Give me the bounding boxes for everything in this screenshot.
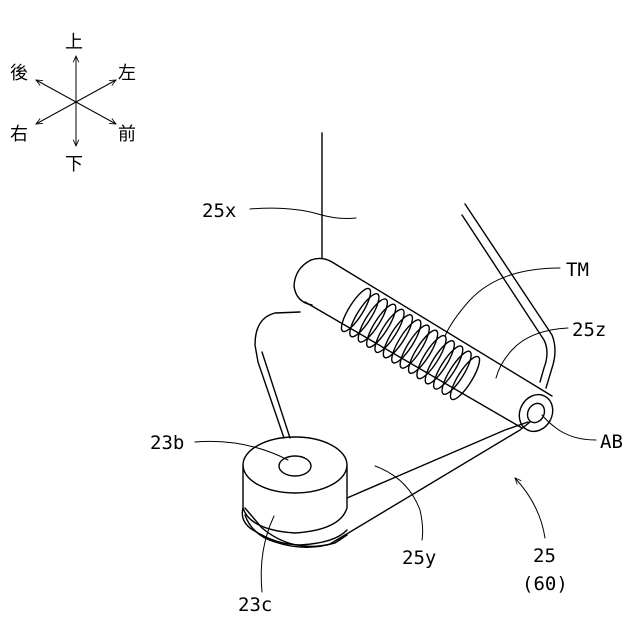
coil-turn (337, 285, 375, 335)
compass-front-label: 前 (118, 124, 136, 145)
coil-turn (412, 332, 450, 382)
compass-up-label: 上 (65, 32, 83, 53)
coil-turn (387, 316, 425, 366)
boss-hole (279, 456, 311, 476)
leader-25x (250, 208, 356, 218)
label-ab: AB (600, 431, 623, 453)
coil-turn (396, 322, 434, 372)
coil-turn (404, 327, 442, 377)
boss-cylinder (242, 437, 347, 545)
coil-turn (370, 306, 408, 356)
leader-25z (496, 328, 568, 378)
label-tm: TM (566, 259, 589, 281)
bottom-plate (245, 312, 530, 547)
leader-lines (195, 208, 596, 592)
arrow-right (36, 102, 76, 124)
compass-down-label: 下 (65, 154, 83, 175)
label-60: (60) (522, 573, 568, 595)
leader-25 (515, 478, 545, 538)
label-23c: 23c (238, 594, 272, 616)
label-25x: 25x (202, 200, 236, 222)
label-25y: 25y (402, 547, 436, 569)
spring-arm (462, 204, 555, 388)
direction-compass: 上 下 左 右 前 後 (10, 32, 136, 175)
compass-right-label: 右 (10, 124, 28, 145)
label-25: 25 (533, 545, 556, 567)
compass-rear-label: 後 (10, 63, 28, 84)
label-23b: 23b (150, 432, 184, 454)
leader-ab (542, 415, 596, 440)
boss-top (243, 437, 347, 493)
leader-tm (445, 268, 560, 336)
torsion-coil (337, 285, 484, 403)
leader-23b (195, 441, 288, 460)
label-25z: 25z (572, 319, 606, 341)
coil-turn (345, 290, 383, 340)
arrow-rear (36, 80, 76, 102)
coil-turn (379, 311, 417, 361)
arrow-left (76, 80, 116, 102)
coil-turn (362, 301, 400, 351)
coil-turn (354, 296, 392, 346)
arrow-front (76, 102, 116, 124)
compass-left-label: 左 (118, 63, 136, 84)
